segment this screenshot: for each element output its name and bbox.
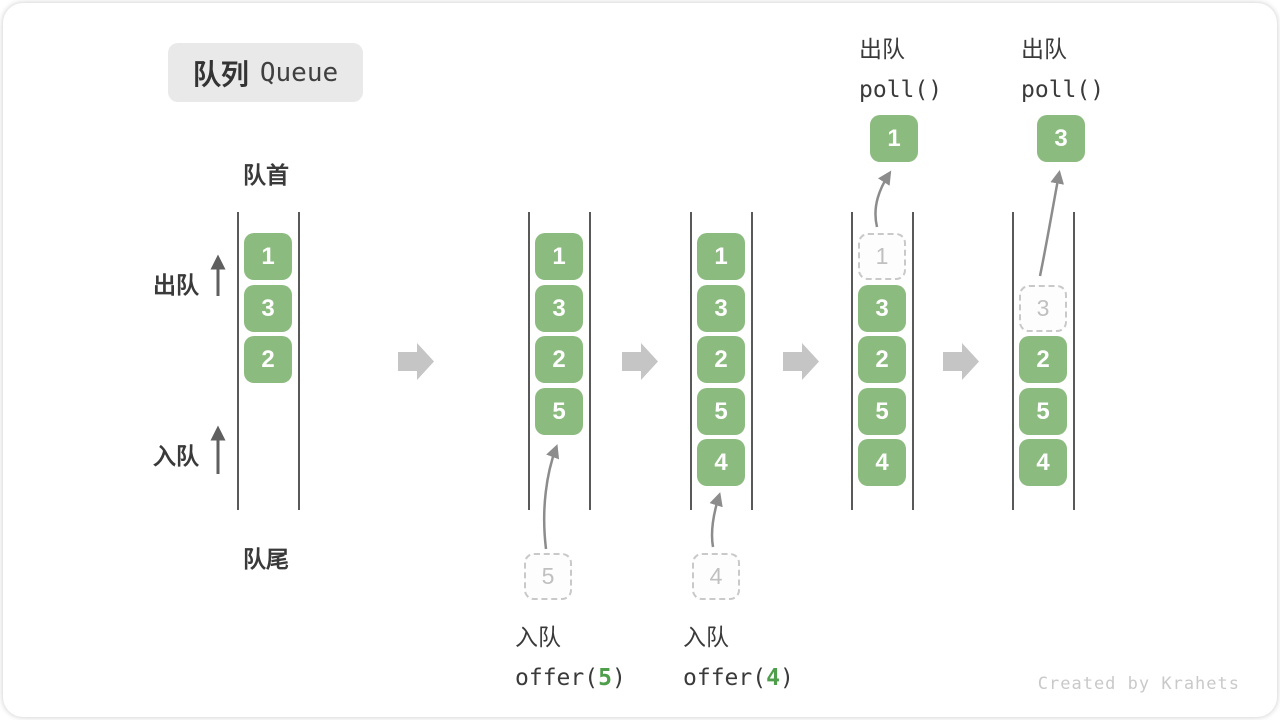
queue-item: 3: [535, 285, 583, 332]
queue-wall-right: [589, 212, 591, 510]
label-queue-front: 队首: [243, 162, 289, 188]
queue-item: 2: [244, 336, 292, 383]
op-offer4-zh: 入队: [683, 624, 729, 650]
next-state-arrow-icon: [943, 343, 979, 380]
op-poll3-zh: 出队: [1021, 36, 1067, 62]
title-zh: 队列: [192, 58, 249, 90]
next-state-arrow-icon: [783, 343, 819, 380]
title-badge: 队列 Queue: [168, 43, 363, 102]
queue-item: 3: [858, 285, 906, 332]
queue-wall-right: [751, 212, 753, 510]
queue-item: 5: [1019, 388, 1067, 435]
queue-wall-left: [690, 212, 692, 510]
label-dequeue: 出队: [153, 272, 199, 298]
queue-item: 4: [697, 439, 745, 486]
op-poll1-zh: 出队: [859, 36, 905, 62]
op-offer5-code: offer(5): [515, 665, 626, 691]
label-enqueue: 入队: [153, 443, 199, 469]
queue-state-3: 1 3 2 5 4: [690, 0, 753, 720]
queue-wall-left: [851, 212, 853, 510]
op-offer5-arg: 5: [598, 665, 612, 691]
queue-wall-left: [237, 212, 239, 510]
queue-wall-right: [1073, 212, 1075, 510]
queue-item: 4: [1019, 439, 1067, 486]
op-offer5-zh: 入队: [515, 624, 561, 650]
queue-item: 2: [858, 336, 906, 383]
queue-item: 1: [244, 233, 292, 280]
queue-wall-right: [912, 212, 914, 510]
op-offer4-arg: 4: [766, 665, 780, 691]
queue-item: 5: [858, 388, 906, 435]
credit-text: Created by Krahets: [1037, 674, 1240, 694]
queue-state-5: 3 2 5 4: [1012, 0, 1075, 720]
queue-item: 2: [697, 336, 745, 383]
title-en: Queue: [259, 57, 339, 88]
queue-wall-left: [1012, 212, 1014, 510]
op-poll3-code: poll(): [1021, 77, 1105, 103]
queue-item: 5: [535, 388, 583, 435]
op-offer5-label: 入队 offer(5): [515, 618, 626, 691]
op-offer4-label: 入队 offer(4): [683, 618, 794, 691]
queue-item: 3: [697, 285, 745, 332]
queue-item-removed-ghost: 3: [1019, 285, 1067, 332]
polled-value-cell: 3: [1037, 115, 1085, 162]
pending-enqueue-cell: 4: [692, 553, 740, 600]
next-state-arrow-icon: [622, 343, 658, 380]
polled-value-cell: 1: [870, 115, 918, 162]
queue-item: 2: [1019, 336, 1067, 383]
next-state-arrow-icon: [398, 343, 434, 380]
queue-item: 4: [858, 439, 906, 486]
pending-enqueue-cell: 5: [524, 553, 572, 600]
op-poll1-code: poll(): [859, 77, 943, 103]
queue-wall-left: [528, 212, 530, 510]
queue-item: 1: [697, 233, 745, 280]
queue-wall-right: [298, 212, 300, 510]
op-poll1-label: 出队 poll(): [859, 30, 942, 103]
op-offer4-code: offer(4): [683, 665, 794, 691]
label-queue-rear: 队尾: [243, 546, 289, 572]
queue-state-1: 1 3 2: [237, 0, 300, 720]
op-poll3-label: 出队 poll(): [1021, 30, 1104, 103]
queue-item-removed-ghost: 1: [858, 233, 906, 280]
queue-item: 5: [697, 388, 745, 435]
queue-state-4: 1 3 2 5 4: [851, 0, 914, 720]
queue-state-2: 1 3 2 5: [528, 0, 591, 720]
queue-item: 1: [535, 233, 583, 280]
queue-item: 2: [535, 336, 583, 383]
queue-item: 3: [244, 285, 292, 332]
